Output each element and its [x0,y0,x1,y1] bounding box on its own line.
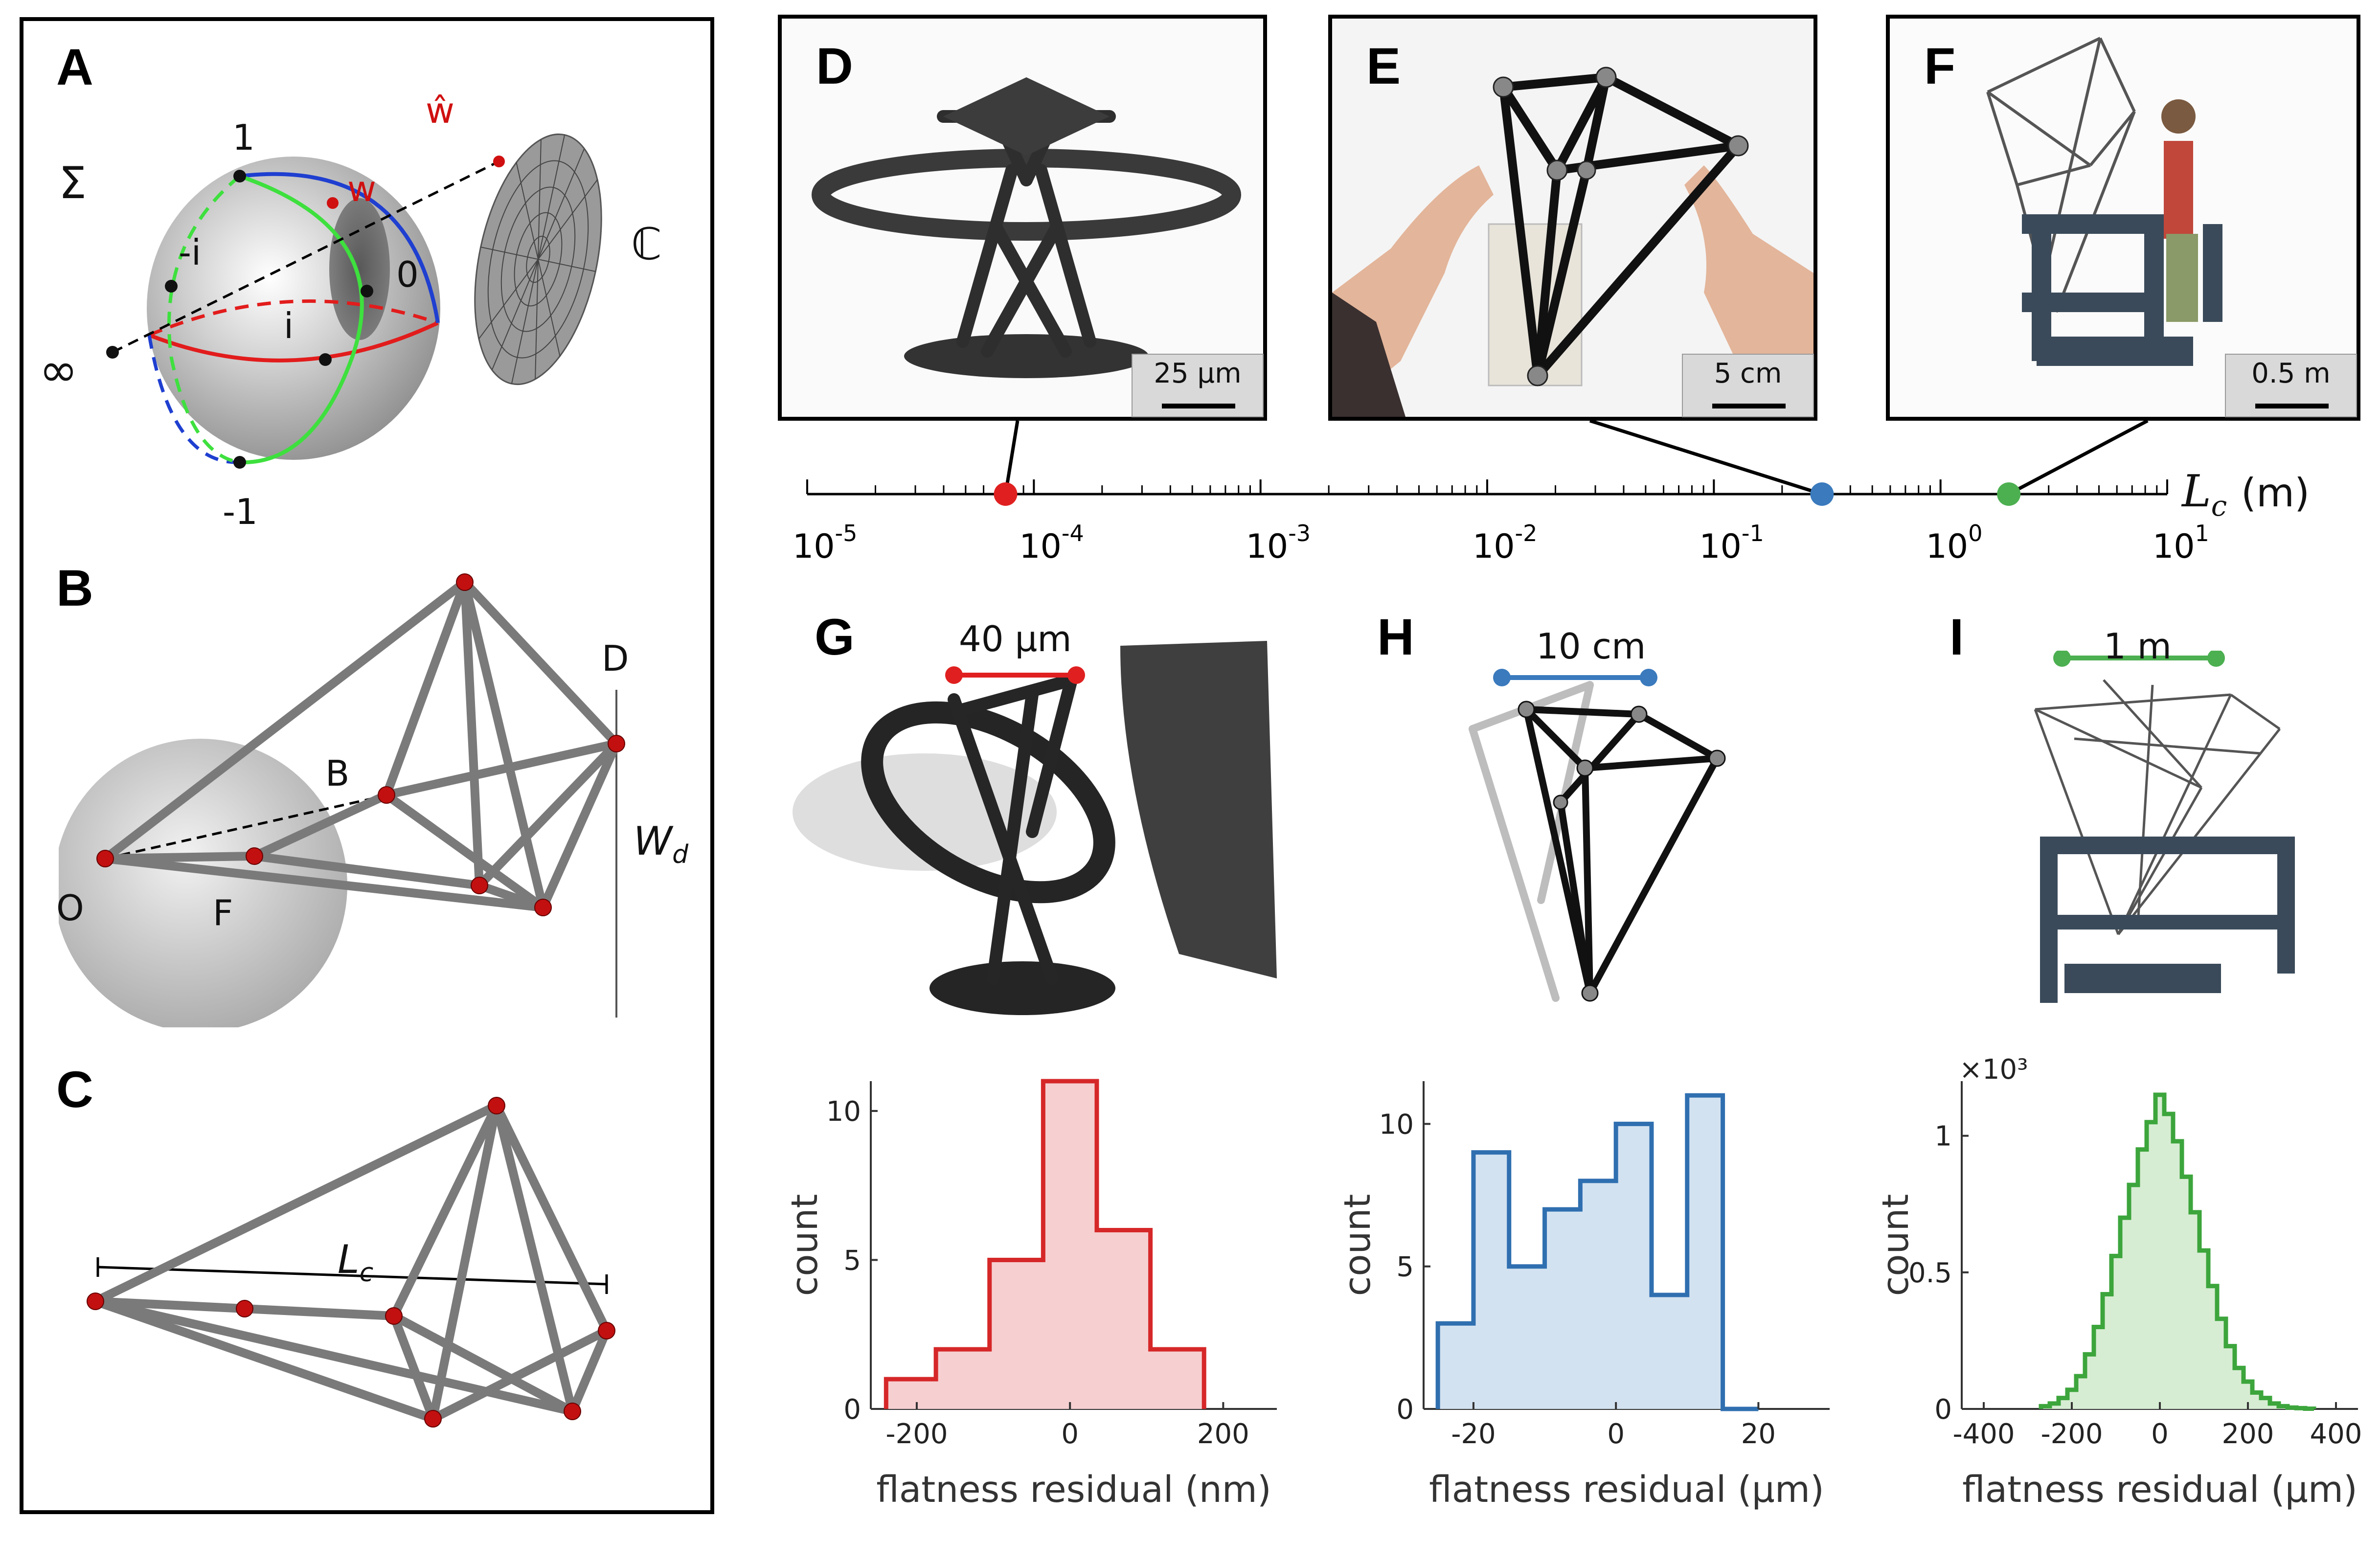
linkage-lc-diagram [87,1097,615,1428]
hist-x-tick-label: -200 [885,1418,948,1450]
axis-tick-label: 10-3 [1246,520,1311,566]
axis-connector [2008,421,2149,496]
point-d-label: D [602,638,629,679]
hist-fill [1438,1095,1759,1409]
hist-y-tick-label: 5 [843,1245,861,1276]
hist-x-tick-label: 200 [2222,1418,2274,1450]
panel-d-scalebar: 25 μm [1132,354,1264,417]
axis-connector [1003,421,1020,495]
hist-x-tick-label: 0 [1607,1418,1625,1450]
panel-b-label: B [56,560,93,617]
hist-y-label: count [1875,1194,1917,1296]
panel-d-label: D [816,38,853,95]
panel-e-label: E [1366,38,1401,95]
panel-g-scale-label: 40 μm [959,618,1072,659]
panel-f-scalebar: 0.5 m [2225,354,2357,417]
panel-f-label: F [1924,38,1956,95]
hist-x-tick-label: 400 [2310,1418,2362,1450]
axis-tick-label: 101 [2153,520,2209,566]
hist-outline [1435,1093,1759,1411]
panel-g-label: G [815,609,855,666]
hand-linkage-photo [1332,19,1813,417]
w-hat-label: ŵ [426,90,454,131]
axis-lc-label: Lc (m) [2182,466,2310,522]
axis-tick-label: 10-5 [793,520,857,566]
hist-y-tick-label: 0 [843,1394,861,1426]
wd-label: Wd [634,818,689,869]
axis-tick-label: 100 [1926,520,1983,566]
micro-linkage-tilted-photo [793,641,1277,1015]
large-linkage-photo [1890,19,2357,417]
hist-fill [2041,1094,2314,1409]
hist-x-label: flatness residual (μm) [1962,1469,2357,1511]
hist-y-tick-label: 0 [1396,1394,1414,1426]
base-sphere [59,739,347,1027]
hist-outline [884,1079,1206,1409]
hist-y-tick-label: 0 [1934,1394,1952,1426]
large-linkage-cutout-photo [2034,651,2295,1003]
axis-tick-label: 10-1 [1699,520,1764,566]
panel-f-frame: F 0.5 m [1886,15,2360,421]
sigma-label: Σ [59,158,87,209]
hist-y-tick-label: 5 [1396,1251,1414,1283]
panel-c-label: C [56,1061,93,1118]
point-negi-label: -i [179,232,201,273]
hist-x-tick-label: 20 [1741,1418,1776,1450]
hist-x-label: flatness residual (μm) [1429,1469,1824,1511]
axis-marker [1997,482,2021,506]
hist-x-tick-label: 0 [2151,1418,2169,1450]
w-label: w [347,168,376,209]
hist-y-tick-label: 10 [826,1096,861,1128]
point-1-label: 1 [232,117,255,158]
point-0-label: 0 [396,254,419,295]
axis-tick-label: 10-4 [1019,520,1084,566]
hist-x-tick-label: -400 [1952,1418,2015,1450]
hist-multiplier: ×10³ [1959,1054,2028,1086]
hist-x-tick-label: -200 [2040,1418,2103,1450]
point-inf-label: ∞ [39,343,78,397]
axis-tick-label: 10-2 [1473,520,1537,566]
point-neg1-label: -1 [223,491,258,532]
panel-a-label: A [56,39,93,96]
histogram-h: -20 0 20 0 5 10 flatness residual (μm) count [1337,1081,1830,1511]
point-i-label: i [284,305,294,346]
panel-h-scale-label: 10 cm [1536,626,1646,667]
linkage-sphere-diagram [59,573,625,1027]
hist-x-tick-label: 200 [1197,1418,1249,1450]
hist-y-label: count [1337,1194,1379,1296]
hist-outline [2039,1092,2316,1411]
panel-i-label: I [1949,609,1964,666]
sphere-cap [329,198,390,340]
axis-marker [1810,482,1834,506]
point-f-label: F [213,892,233,933]
hist-x-tick-label: -20 [1451,1418,1496,1450]
micro-linkage-photo [782,19,1263,417]
lc-label: Lc [338,1237,374,1288]
hist-y-label: count [784,1194,826,1296]
panel-e-frame: E 5 cm [1328,15,1817,421]
hist-y-tick-label: 1 [1934,1121,1952,1153]
panel-i-scale-label: 1 m [2104,626,2172,667]
axis-connector [1589,421,1823,496]
panel-h-label: H [1377,609,1414,666]
lc-log-axis: 10-5 10-4 10-3 10-2 10-1 100 101 [793,421,2209,566]
hand-linkage-cutout-photo [1469,669,1726,1002]
point-b-label: B [325,753,350,794]
panel-d-frame: D 25 μm [778,15,1267,421]
histogram-i: -400 -200 0 200 400 0 0.5 1 flatness residual (μ… [1875,1054,2362,1511]
hist-x-label: flatness residual (nm) [876,1469,1271,1511]
panel-e-scalebar: 5 cm [1682,354,1814,417]
axis-marker [994,482,1018,506]
hist-y-tick-label: 10 [1379,1109,1414,1140]
riemann-sphere-diagram [106,133,602,469]
histogram-g: -200 0 200 0 5 10 flatness residual (nm) count [784,1079,1277,1511]
point-o-label: O [56,887,84,929]
hist-y-tick-label: 0.5 [1908,1257,1952,1289]
complex-plane-label: ℂ [631,219,662,270]
hist-x-tick-label: 0 [1061,1418,1079,1450]
